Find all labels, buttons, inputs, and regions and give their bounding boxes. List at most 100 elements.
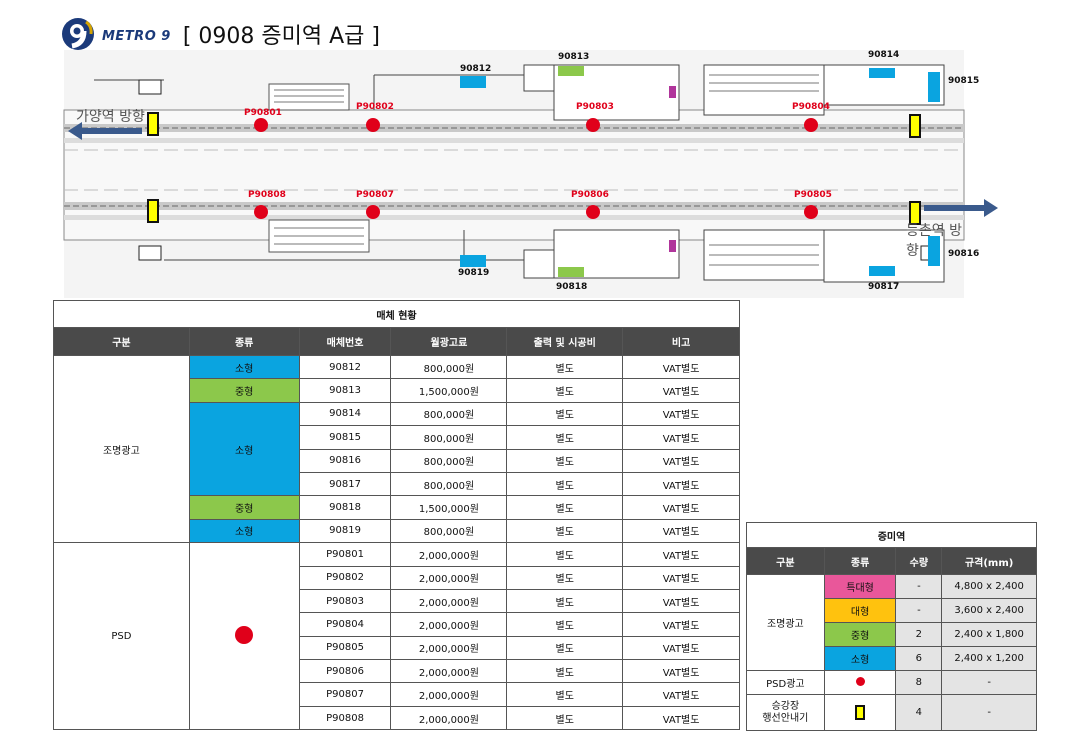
cost-cell: 별도 xyxy=(506,401,624,427)
psd-p90801-marker xyxy=(254,118,268,132)
station-map-drawing xyxy=(63,64,998,283)
map-label-90817: 90817 xyxy=(868,282,900,292)
summary-type-cell: 소형 xyxy=(823,646,897,671)
psd-p90808-marker xyxy=(254,205,268,219)
map-label-90812: 90812 xyxy=(460,64,492,74)
psd-dot-icon xyxy=(235,625,254,644)
summary-qty-cell: 2 xyxy=(895,622,943,647)
note-cell: VAT별도 xyxy=(622,448,740,473)
ad-90818-marker xyxy=(558,267,584,277)
summary-caption: 증미역 xyxy=(746,522,1037,548)
group-light-ad: 조명광고 xyxy=(53,354,190,544)
price-cell: 2,000,000원 xyxy=(390,635,508,661)
table-row: 중형 90813 1,500,000원 별도 VAT별도 xyxy=(54,378,740,403)
psd-p90802-marker xyxy=(366,118,380,132)
note-cell: VAT별도 xyxy=(622,565,740,590)
note-cell: VAT별도 xyxy=(622,495,740,520)
header-category: 구분 xyxy=(53,327,190,356)
media-id-cell: P90806 xyxy=(298,659,392,684)
table-row: PSD P90801 2,000,000원 별도 VAT별도 xyxy=(53,542,740,731)
summary-size-cell: - xyxy=(941,670,1037,695)
cost-cell: 별도 xyxy=(506,565,624,590)
platform-sign-icon xyxy=(855,705,866,720)
note-cell: VAT별도 xyxy=(622,378,740,403)
price-cell: 2,000,000원 xyxy=(390,705,508,731)
summary-row: 대형 - 3,600 x 2,400 xyxy=(747,598,1037,623)
type-cell: 중형 xyxy=(188,378,300,403)
psd-p90805-marker xyxy=(804,205,818,219)
summary-size-cell: 3,600 x 2,400 xyxy=(941,598,1037,623)
ad-90813-marker xyxy=(558,66,584,76)
cost-cell: 별도 xyxy=(506,682,624,707)
summary-sign-type xyxy=(823,694,897,731)
summary-size-cell: 4,800 x 2,400 xyxy=(941,574,1037,599)
media-id-cell: 90813 xyxy=(298,378,392,403)
direction-left-label: 가양역 방향 xyxy=(76,109,145,125)
ad-90812-marker xyxy=(460,76,486,88)
psd-label-p90806: P90806 xyxy=(571,190,609,200)
media-status-table: 매체 현황 구분 종류 매체번호 월광고료 출력 및 시공비 비고 조명광고 소… xyxy=(53,300,740,731)
price-cell: 1,500,000원 xyxy=(390,378,508,403)
media-id-cell: P90805 xyxy=(298,635,392,661)
price-cell: 1,500,000원 xyxy=(390,495,508,520)
group-psd: PSD xyxy=(53,542,190,731)
note-cell: VAT별도 xyxy=(622,635,740,661)
summary-group-light: 조명광고 xyxy=(746,574,825,671)
cost-cell: 별도 xyxy=(506,518,624,544)
note-cell: VAT별도 xyxy=(622,425,740,450)
price-cell: 2,000,000원 xyxy=(390,588,508,614)
media-id-cell: 90815 xyxy=(298,425,392,450)
platform-sign-marker xyxy=(147,199,159,223)
note-cell: VAT별도 xyxy=(622,354,740,380)
summary-size-cell: 2,400 x 1,800 xyxy=(941,622,1037,647)
summary-psd-type xyxy=(823,670,897,695)
header-monthly-fee: 월광고료 xyxy=(390,327,508,356)
ad-90816-marker xyxy=(928,236,940,266)
psd-p90807-marker xyxy=(366,205,380,219)
note-cell: VAT별도 xyxy=(622,542,740,567)
metro9-logo-icon xyxy=(62,18,94,50)
psd-p90806-marker xyxy=(586,205,600,219)
media-id-cell: P90803 xyxy=(298,588,392,614)
cost-cell: 별도 xyxy=(506,705,624,731)
media-id-cell: P90801 xyxy=(298,542,392,567)
media-id-cell: 90816 xyxy=(298,448,392,473)
map-label-90813: 90813 xyxy=(558,52,590,62)
psd-label-p90805: P90805 xyxy=(794,190,832,200)
media-status-caption: 매체 현황 xyxy=(53,300,740,328)
price-cell: 2,000,000원 xyxy=(390,612,508,637)
type-cell: 중형 xyxy=(188,495,300,520)
media-id-cell: 90817 xyxy=(298,471,392,497)
note-cell: VAT별도 xyxy=(622,659,740,684)
psd-p90803-marker xyxy=(586,118,600,132)
media-id-cell: P90804 xyxy=(298,612,392,637)
page-header: METRO 9 [ 0908 증미역 A급 ] xyxy=(60,14,380,54)
summary-type-cell: 중형 xyxy=(823,622,897,647)
cost-cell: 별도 xyxy=(506,425,624,450)
summary-size-cell: 2,400 x 1,200 xyxy=(941,646,1037,671)
summary-header-qty: 수량 xyxy=(895,547,943,575)
map-label-90815: 90815 xyxy=(948,76,980,86)
type-cell: 소형 xyxy=(188,518,300,544)
cost-cell: 별도 xyxy=(506,635,624,661)
type-cell: 소형 xyxy=(188,354,300,380)
platform-sign-marker xyxy=(147,112,159,136)
note-cell: VAT별도 xyxy=(622,588,740,614)
cost-cell: 별도 xyxy=(506,542,624,567)
ad-90814-marker xyxy=(869,68,895,78)
summary-sign-label-line1: 승강장 xyxy=(771,700,800,712)
summary-header-size: 규격(mm) xyxy=(941,547,1037,575)
cost-cell: 별도 xyxy=(506,448,624,473)
ad-90817-marker xyxy=(869,266,895,276)
table-row: 소형 90814 800,000원 별도 VAT별도 xyxy=(54,401,740,497)
ad-90819-marker xyxy=(460,255,486,267)
table-row: 조명광고 소형 90812 800,000원 별도 VAT별도 xyxy=(53,354,740,544)
cost-cell: 별도 xyxy=(506,354,624,380)
platform-sign-marker xyxy=(909,201,921,225)
table-row: P90802 2,000,000원 별도 VAT별도 xyxy=(54,565,740,590)
price-cell: 2,000,000원 xyxy=(390,682,508,707)
psd-p90804-marker xyxy=(804,118,818,132)
psd-label-p90803: P90803 xyxy=(576,102,614,112)
header-type: 종류 xyxy=(188,327,300,356)
table-row: 중형 90818 1,500,000원 별도 VAT별도 xyxy=(54,495,740,520)
